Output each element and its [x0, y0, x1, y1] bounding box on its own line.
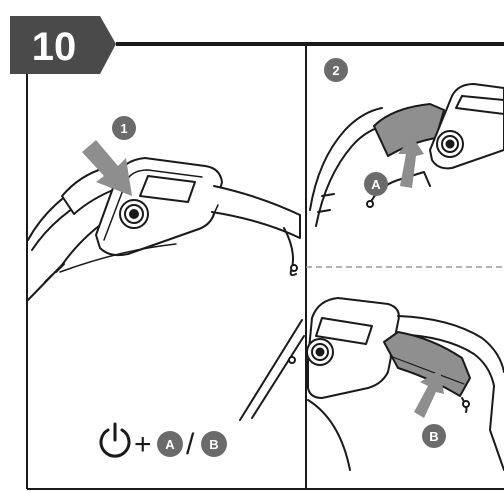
panel-2-badge: 2: [324, 58, 348, 82]
step-number: 10: [32, 25, 77, 69]
squeeze-arrow-b: [414, 370, 444, 418]
legend-a: A: [165, 437, 175, 452]
push-arrow-icon: [82, 140, 132, 196]
lift-arrow-a: [398, 136, 424, 188]
plus-sign: +: [134, 428, 152, 461]
panel-frame: [26, 44, 504, 490]
label-a-upper: A: [371, 177, 381, 192]
button-combo-legend: + A / B: [99, 422, 227, 461]
slash-sign: /: [186, 428, 195, 461]
console-display: [139, 175, 196, 203]
power-icon: [99, 422, 131, 458]
label-b-inset: B: [429, 429, 438, 444]
panel-2-lower-illustration: [306, 297, 504, 471]
lever-b: [383, 331, 471, 397]
panel-1-badge: 1: [112, 116, 136, 140]
panel-2-upper-illustration: [309, 83, 504, 227]
panel-1-badge-text: 1: [120, 121, 127, 136]
panel-2-badge-text: 2: [332, 63, 339, 78]
step-number-box: [10, 16, 116, 74]
step-header: 10: [10, 16, 504, 74]
panel-1-illustration: [27, 157, 305, 421]
legend-b: B: [209, 437, 218, 452]
